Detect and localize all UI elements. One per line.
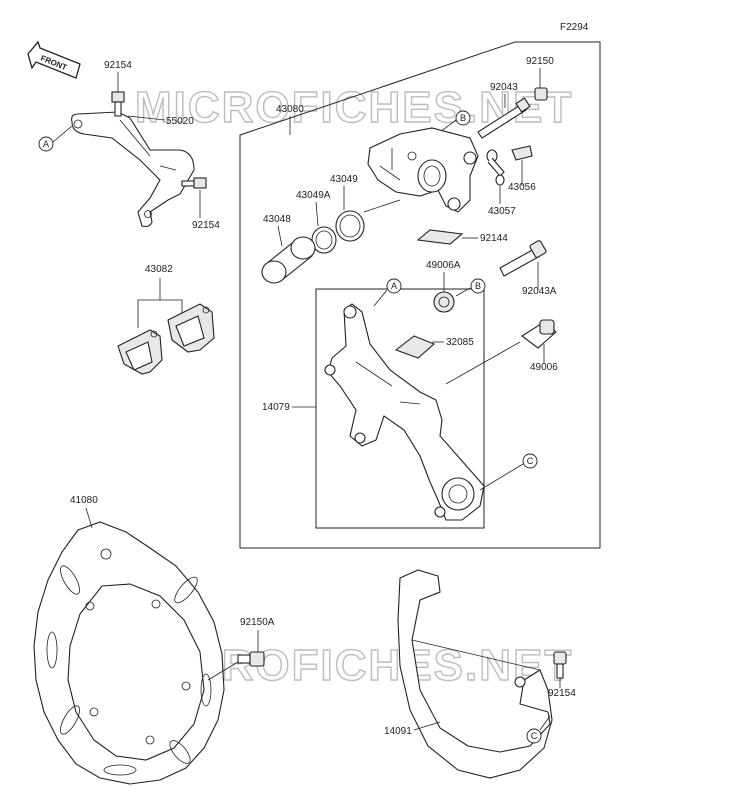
label-92043: 92043: [490, 82, 518, 93]
label-55020: 55020: [166, 116, 194, 127]
label-14091: 14091: [384, 726, 412, 737]
ref-circle-c1: [522, 453, 538, 469]
label-43056: 43056: [508, 182, 536, 193]
label-43082: 43082: [145, 264, 173, 275]
ref-circle-a2: [386, 278, 402, 294]
ref-a1: A: [43, 139, 49, 149]
disc-guard-14091: [397, 569, 553, 779]
front-arrow-icon: FRONT: [27, 40, 81, 79]
ref-circle-b1: [455, 110, 471, 126]
label-92144: 92144: [480, 233, 508, 244]
ref-c1: C: [527, 456, 534, 466]
label-49006A: 49006A: [426, 260, 461, 271]
label-43049: 43049: [330, 174, 358, 185]
boot-49006: [521, 319, 557, 349]
label-43057: 43057: [488, 206, 516, 217]
ref-circle-b2: [470, 278, 486, 294]
caliper-bracket-14079: [324, 303, 485, 521]
ref-c2: C: [531, 731, 538, 741]
label-92154-mid: 92154: [192, 220, 220, 231]
label-43048: 43048: [263, 214, 291, 225]
label-92154-bottom: 92154: [548, 688, 576, 699]
caliper-assembly-frame: [239, 41, 601, 549]
label-92150: 92150: [526, 56, 554, 67]
label-32085: 32085: [446, 337, 474, 348]
caliper-body-43080: [367, 127, 479, 213]
cap-92150: [534, 87, 548, 101]
diagram-code: F2294: [560, 22, 589, 33]
pad-spring-32085: [394, 335, 436, 359]
ref-circle-a1: [38, 136, 54, 152]
label-14079: 14079: [262, 402, 290, 413]
ref-a2: A: [391, 281, 397, 291]
label-49006: 49006: [530, 362, 558, 373]
ref-b1: B: [460, 113, 466, 123]
label-43080: 43080: [276, 104, 304, 115]
ref-b2: B: [475, 281, 481, 291]
brake-disc-41080: [33, 521, 225, 785]
label-92154-top: 92154: [104, 60, 132, 71]
brake-pads-43082: [117, 303, 215, 375]
ref-circle-c2: [526, 728, 542, 744]
boot-49006A: [433, 291, 455, 313]
label-41080: 41080: [70, 495, 98, 506]
label-92043A: 92043A: [522, 286, 557, 297]
spring-92144: [416, 229, 464, 245]
pin-92043: [477, 97, 531, 139]
bracket-55020: [71, 91, 207, 228]
label-43049A: 43049A: [296, 190, 331, 201]
piston-43048: [261, 236, 316, 284]
bleeder-parts: [486, 145, 533, 186]
label-92150A: 92150A: [240, 617, 275, 628]
bolt-92150A: [237, 651, 265, 667]
pin-92043A: [499, 240, 547, 277]
